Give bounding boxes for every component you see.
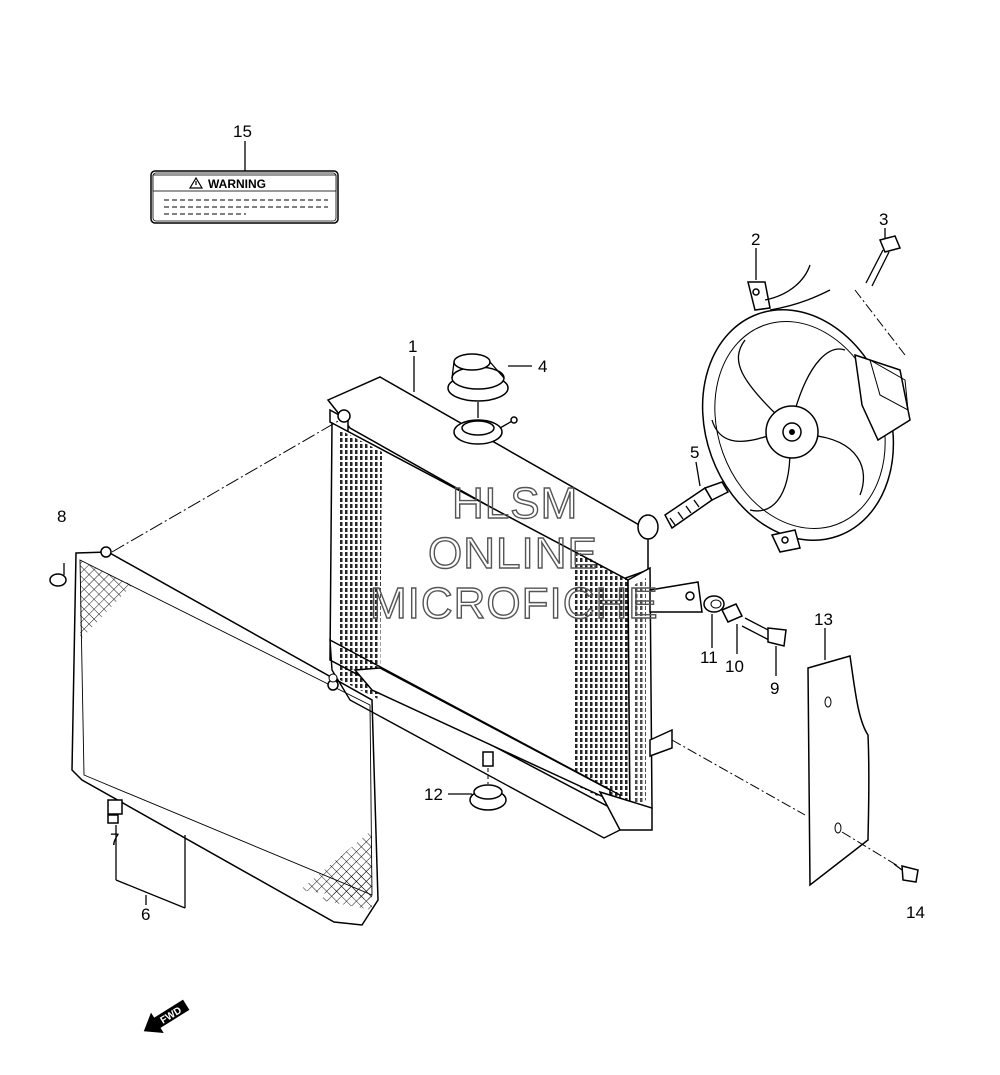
grommet-part-11 bbox=[703, 595, 725, 613]
callout-12: 12 bbox=[424, 785, 443, 804]
warning-triangle-icon bbox=[188, 176, 204, 189]
screw-part-8 bbox=[49, 563, 67, 587]
callout-14: 14 bbox=[906, 903, 925, 922]
callout-2: 2 bbox=[751, 230, 760, 249]
fwd-arrow-icon: FWD bbox=[143, 999, 190, 1033]
callout-11: 11 bbox=[700, 648, 718, 667]
screw-part-14 bbox=[893, 863, 919, 883]
radiator-cap bbox=[447, 353, 509, 402]
callout-4: 4 bbox=[538, 357, 547, 376]
cooling-fan bbox=[701, 264, 911, 553]
side-cover-part-13 bbox=[807, 655, 870, 887]
radiator-bracket bbox=[649, 581, 703, 758]
radiator-screen bbox=[71, 546, 379, 926]
callout-15: 15 bbox=[233, 122, 252, 141]
grommet-part-12 bbox=[469, 784, 507, 811]
callout-6: 6 bbox=[141, 905, 150, 924]
callout-5: 5 bbox=[690, 443, 699, 462]
callout-1: 1 bbox=[408, 337, 417, 356]
callout-9: 9 bbox=[770, 679, 779, 698]
watermark-line-1: HLSM bbox=[452, 479, 578, 528]
callout-10: 10 bbox=[725, 657, 744, 676]
callout-8: 8 bbox=[57, 507, 66, 526]
callout-7: 7 bbox=[110, 830, 119, 849]
thermo-switch bbox=[664, 481, 730, 530]
warning-label: WARNING bbox=[150, 170, 339, 224]
radiator bbox=[326, 376, 659, 839]
watermark-line-3: MICROFICHE bbox=[370, 579, 659, 628]
watermark-line-2: ONLINE bbox=[428, 529, 598, 578]
bolt-part-3 bbox=[865, 235, 902, 287]
bolt-part-9 bbox=[741, 617, 787, 647]
callout-3: 3 bbox=[879, 210, 888, 229]
warning-label-text: WARNING bbox=[208, 177, 266, 191]
callout-13: 13 bbox=[814, 610, 833, 629]
collar-part-10 bbox=[720, 603, 744, 623]
watermark: HLSM ONLINE MICROFICHE bbox=[369, 478, 659, 628]
